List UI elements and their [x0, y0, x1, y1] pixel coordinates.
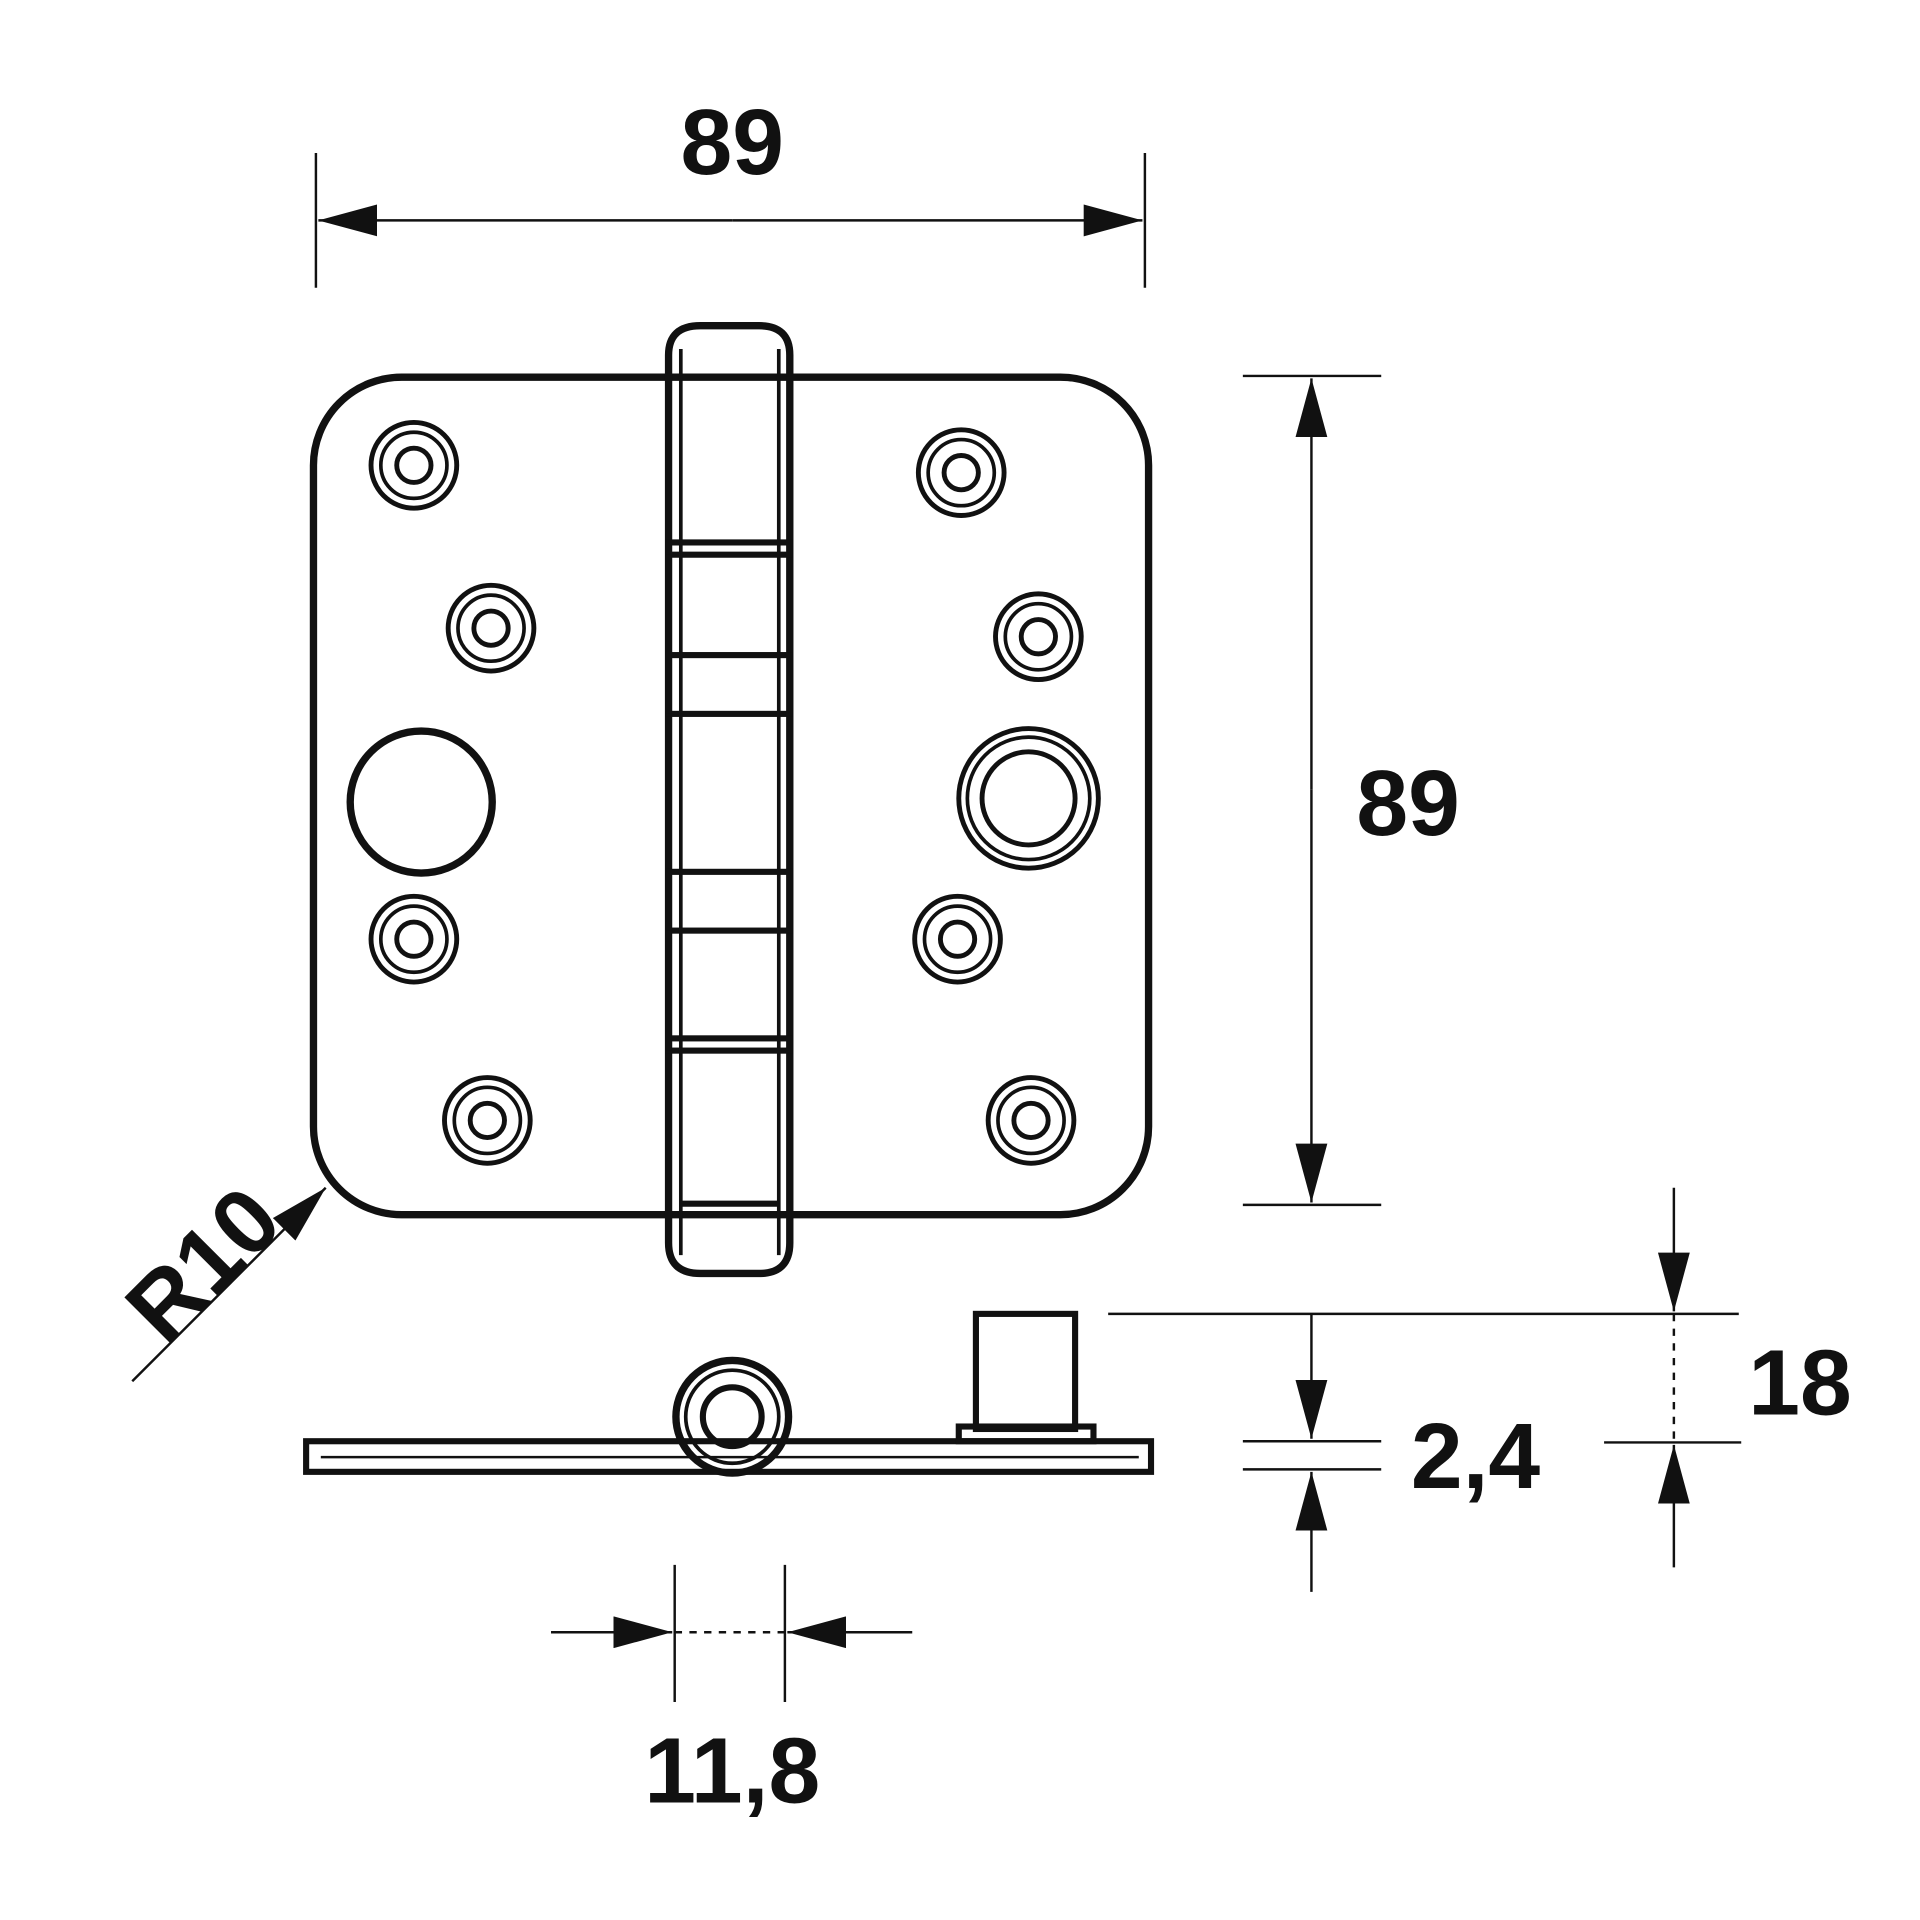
depth-dimension: 18 [1604, 1187, 1852, 1568]
screw-hole [445, 582, 537, 674]
depth-label: 18 [1748, 1330, 1852, 1434]
security-pin-hole [346, 727, 496, 877]
screw-hole [912, 893, 1003, 985]
knuckle-diameter-dimension: 11,8 [551, 1564, 913, 1822]
width-dimension: 89 [314, 90, 1147, 288]
height-label: 89 [1356, 751, 1460, 855]
security-pin [956, 726, 1101, 871]
screw-hole [368, 420, 460, 511]
hinge-front-view [309, 322, 1153, 1278]
screw-hole [915, 427, 1007, 518]
height-dimension: 89 [1242, 374, 1460, 1207]
screw-hole [368, 893, 460, 985]
thickness-label: 2,4 [1411, 1404, 1541, 1508]
screw-hole [993, 591, 1084, 683]
screw-hole [985, 1075, 1077, 1166]
knuckle-diameter-label: 11,8 [644, 1718, 820, 1822]
screw-holes [368, 420, 1084, 1166]
hinge-knuckle [664, 322, 794, 1278]
hinge-side-view [303, 1310, 1155, 1477]
thickness-dimension: 2,4 [1108, 1312, 1739, 1592]
width-label: 89 [680, 90, 784, 194]
radius-dimension: R10 [106, 1167, 327, 1383]
radius-label: R10 [106, 1167, 300, 1361]
screw-hole [442, 1075, 533, 1166]
